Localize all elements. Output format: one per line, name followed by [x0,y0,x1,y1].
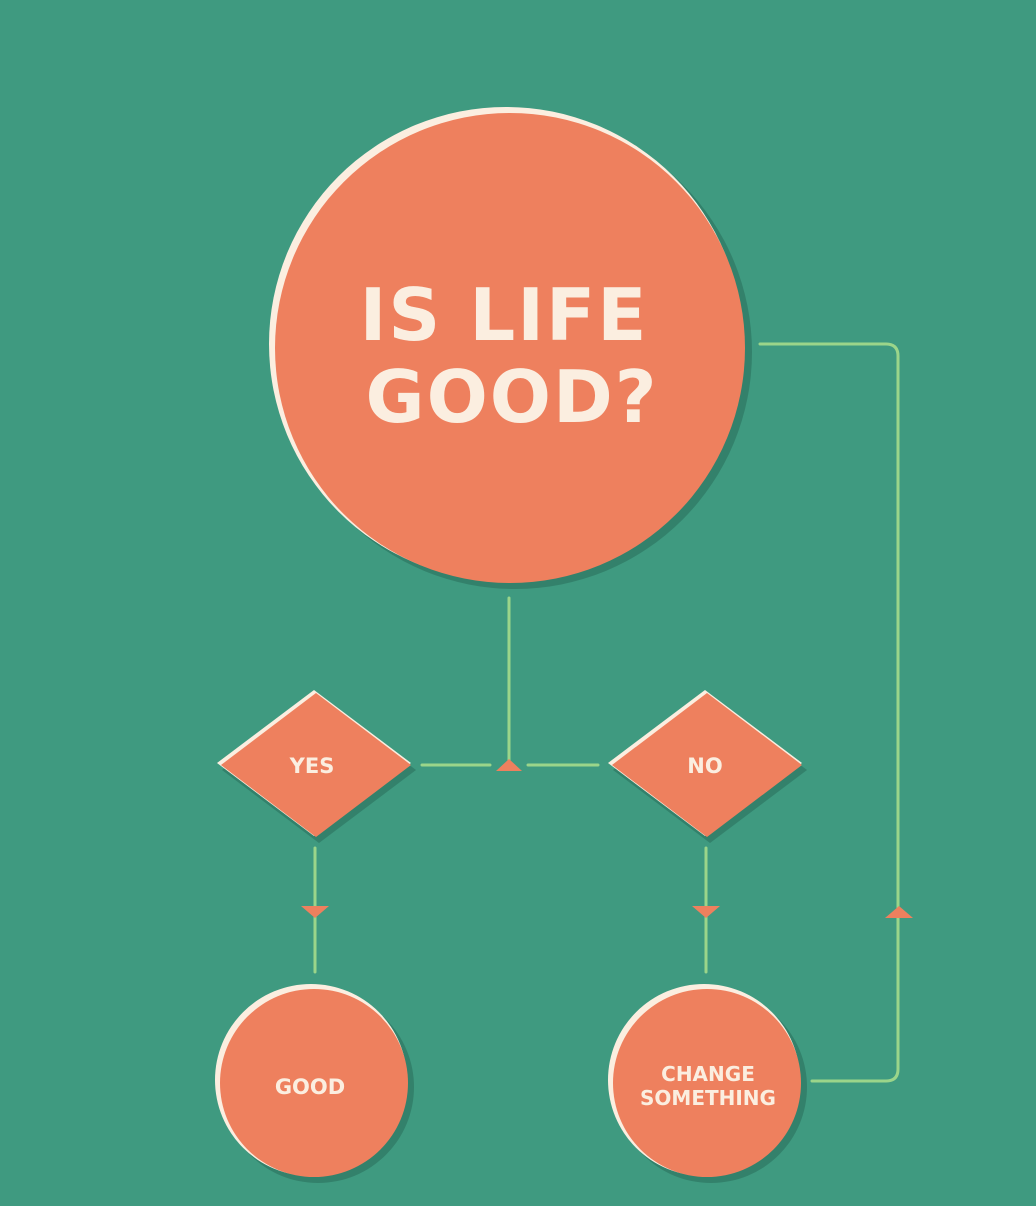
question-line-1: IS LIFE [360,273,649,357]
change-node: CHANGE SOMETHING [608,984,807,1183]
connector-change-loop-to-question [758,342,900,1083]
connectors [301,342,913,1083]
split-arrow-icon [496,759,522,771]
no-label: NO [687,754,722,778]
no-down-arrow-icon [692,906,720,918]
question-node: IS LIFE GOOD? [269,107,752,589]
yes-label: YES [289,754,335,778]
no-node: NO [608,690,807,843]
yes-down-arrow-icon [301,906,329,918]
good-label: GOOD [275,1075,345,1099]
good-node: GOOD [215,984,414,1183]
change-label-line-1: CHANGE [661,1062,755,1086]
loop-up-arrow-icon [885,906,913,918]
question-line-2: GOOD? [365,355,658,439]
change-label-line-2: SOMETHING [640,1086,776,1110]
yes-node: YES [217,690,416,843]
